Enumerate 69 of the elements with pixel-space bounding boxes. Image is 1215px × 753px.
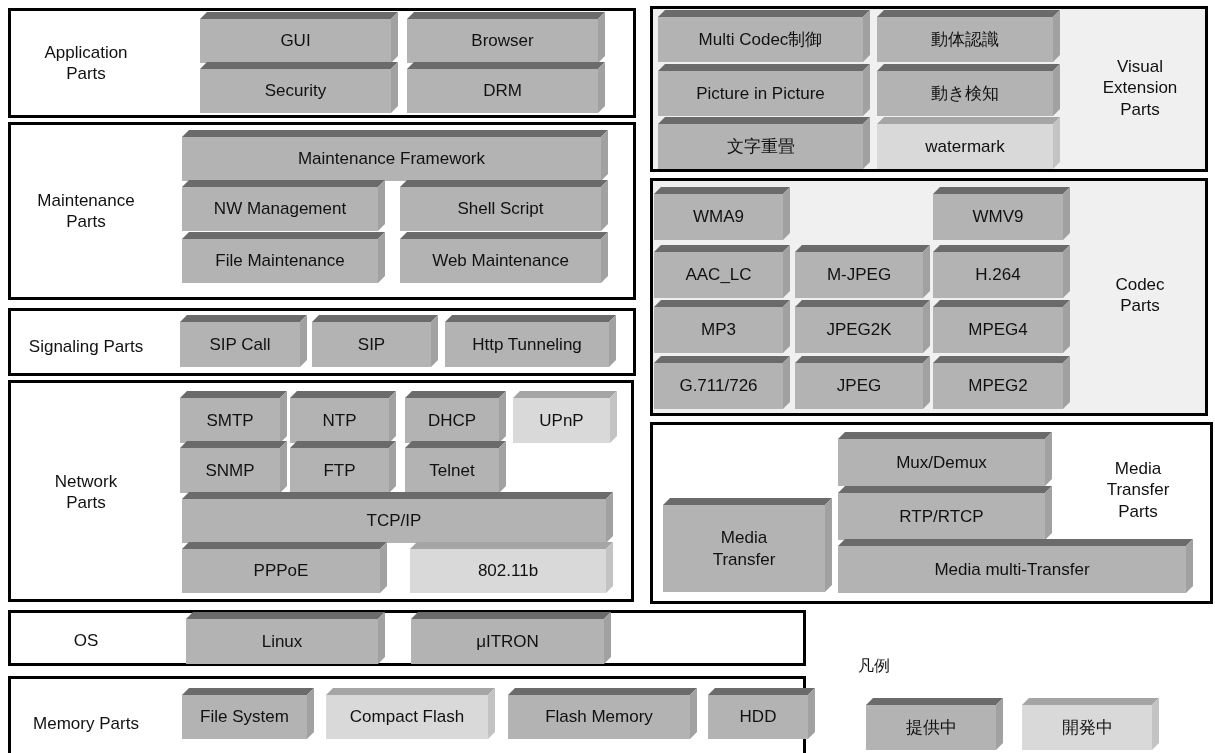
block-label: Mux/Demux xyxy=(896,451,987,474)
layer-panel xyxy=(8,380,634,602)
block-label: watermark xyxy=(925,135,1005,158)
layer-title: Network Parts xyxy=(53,470,119,513)
block-label: MPEG4 xyxy=(968,319,1028,341)
block-label: File System xyxy=(200,706,289,728)
block-label: File Maintenance xyxy=(215,250,345,272)
legend-label: 開発中 xyxy=(1061,716,1113,739)
block-label: Picture in Picture xyxy=(696,82,825,105)
block-label: PPPoE xyxy=(253,560,309,582)
block-label: JPEG2K xyxy=(826,319,892,341)
block-label: Web Maintenance xyxy=(432,250,569,272)
block-label: GUI xyxy=(280,30,311,52)
layer-panel xyxy=(8,8,636,118)
block-label: DRM xyxy=(483,80,522,102)
layer-panel xyxy=(8,122,636,300)
layer-title: Signaling Parts xyxy=(27,335,145,357)
block-label: NW Management xyxy=(213,198,347,220)
block-label: Compact Flash xyxy=(349,706,465,728)
block-label: DHCP xyxy=(427,409,477,432)
block-label: M-JPEG xyxy=(826,264,892,286)
block-label: Browser xyxy=(471,30,534,52)
block-label: MPEG2 xyxy=(968,375,1028,397)
layer-panel xyxy=(650,178,1208,416)
layer-panel xyxy=(8,308,636,376)
block-label: Http Tunneling xyxy=(472,333,582,356)
block-label: Security xyxy=(264,80,327,102)
layer-title: Visual Extension Parts xyxy=(1101,56,1179,120)
legend-title: 凡例 xyxy=(858,656,890,676)
block-label: HDD xyxy=(739,706,777,728)
layer-title: Memory Parts xyxy=(32,712,140,734)
block-label: JPEG xyxy=(836,375,882,397)
block-label: Flash Memory xyxy=(545,706,653,728)
block-label: SIP Call xyxy=(209,333,271,356)
layer-title: Codec Parts xyxy=(1114,273,1166,316)
layer-panel xyxy=(650,422,1213,604)
block-label: RTP/RTCP xyxy=(899,505,984,528)
block-label: μITRON xyxy=(476,630,539,653)
layer-panel xyxy=(8,610,806,666)
layer-title: Media Transfer Parts xyxy=(1105,458,1171,522)
block-label: UPnP xyxy=(539,409,584,432)
block-label: Maintenance Framework xyxy=(297,148,486,170)
block-label: 動き検知 xyxy=(931,82,999,105)
block-label: H.264 xyxy=(975,264,1021,286)
block-label: Shell Script xyxy=(457,198,544,220)
block-label: 802.11b xyxy=(477,560,539,582)
block-label: 動体認識 xyxy=(931,28,999,51)
block-label: Multi Codec制御 xyxy=(698,28,823,51)
layer-title: OS xyxy=(72,629,100,651)
block-label: G.711/726 xyxy=(679,375,758,397)
block-label: Linux xyxy=(261,630,303,653)
block-label: FTP xyxy=(323,459,356,482)
block-label: SMTP xyxy=(206,409,254,432)
block-label: SIP xyxy=(357,333,386,356)
block-label: TCP/IP xyxy=(366,510,422,532)
block-label: AAC_LC xyxy=(685,264,752,286)
layer-panel xyxy=(650,6,1208,172)
legend-label: 提供中 xyxy=(905,716,957,739)
block-label: MP3 xyxy=(701,319,736,341)
block-label: NTP xyxy=(322,409,357,432)
block-label: 文字重畳 xyxy=(726,135,795,158)
block-label: Media multi-Transfer xyxy=(934,558,1090,581)
block-label: SNMP xyxy=(205,459,255,482)
layer-title: Application Parts xyxy=(43,41,129,84)
block-label: Media Transfer xyxy=(711,527,777,570)
block-label: WMA9 xyxy=(693,206,744,228)
block-label: WMV9 xyxy=(972,206,1024,228)
block-label: Telnet xyxy=(429,459,475,482)
layer-title: Maintenance Parts xyxy=(36,189,136,232)
